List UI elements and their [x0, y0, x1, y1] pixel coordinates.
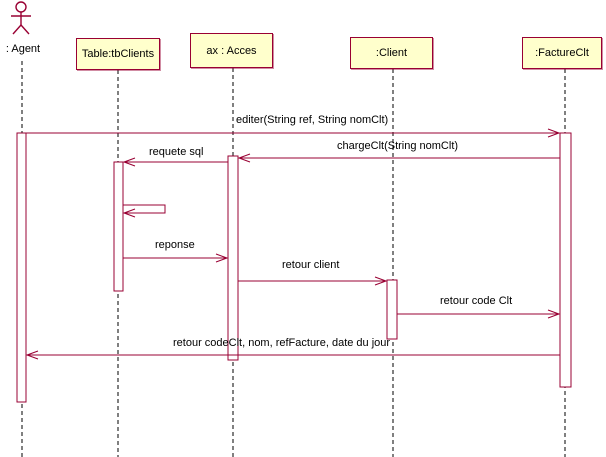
message-arrow-editer [26, 128, 561, 138]
actor-label: : Agent [5, 43, 41, 55]
arrowhead-left-icon [122, 208, 136, 218]
message-label-chargeclt: chargeClt(String nomClt) [337, 140, 459, 152]
message-label-reponse: reponse [155, 239, 195, 251]
object-box-acces: ax : Acces [190, 33, 273, 68]
arrowhead-right-icon [547, 128, 561, 138]
activation-agent [16, 132, 27, 403]
message-arrow-retour-code-clt [397, 309, 561, 319]
message-arrow-self-tbclients [122, 204, 166, 218]
object-box-factureclt: :FactureClt [522, 37, 602, 69]
actor-stick-figure-icon [11, 1, 31, 35]
message-label-retour-codeclt-final: retour codeClt, nom, refFacture, date du… [173, 337, 391, 349]
arrowhead-left-icon [237, 153, 251, 163]
arrowhead-right-icon [215, 253, 229, 263]
activation-acces [227, 155, 239, 361]
activation-factureclt [559, 132, 572, 388]
message-label-retour-client: retour client [282, 259, 340, 271]
message-arrow-reponse [123, 253, 229, 263]
activation-client [386, 279, 398, 340]
object-label: :Client [375, 47, 408, 59]
object-label: Table:tbClients [81, 48, 155, 60]
message-arrow-chargeclt [237, 153, 560, 163]
activation-tbclients [113, 161, 124, 292]
object-label: ax : Acces [206, 44, 257, 57]
arrowhead-left-icon [122, 157, 136, 167]
message-arrow-retour-client [238, 276, 388, 286]
message-arrow-retour-codeclt-final [25, 350, 560, 360]
message-label-retour-code-clt: retour code Clt [440, 295, 513, 307]
actor-agent: : Agent [0, 0, 46, 55]
object-box-tbclients: Table:tbClients [76, 38, 160, 70]
object-label: :FactureClt [535, 47, 589, 59]
message-label-requete-sql: requete sql [149, 146, 204, 158]
message-label-editer: editer(String ref, String nomClt) [236, 114, 389, 126]
arrowhead-right-icon [547, 309, 561, 319]
arrowhead-left-icon [25, 350, 39, 360]
object-box-client: :Client [350, 37, 433, 69]
arrowhead-right-icon [374, 276, 388, 286]
message-arrow-requete-sql [122, 157, 228, 167]
